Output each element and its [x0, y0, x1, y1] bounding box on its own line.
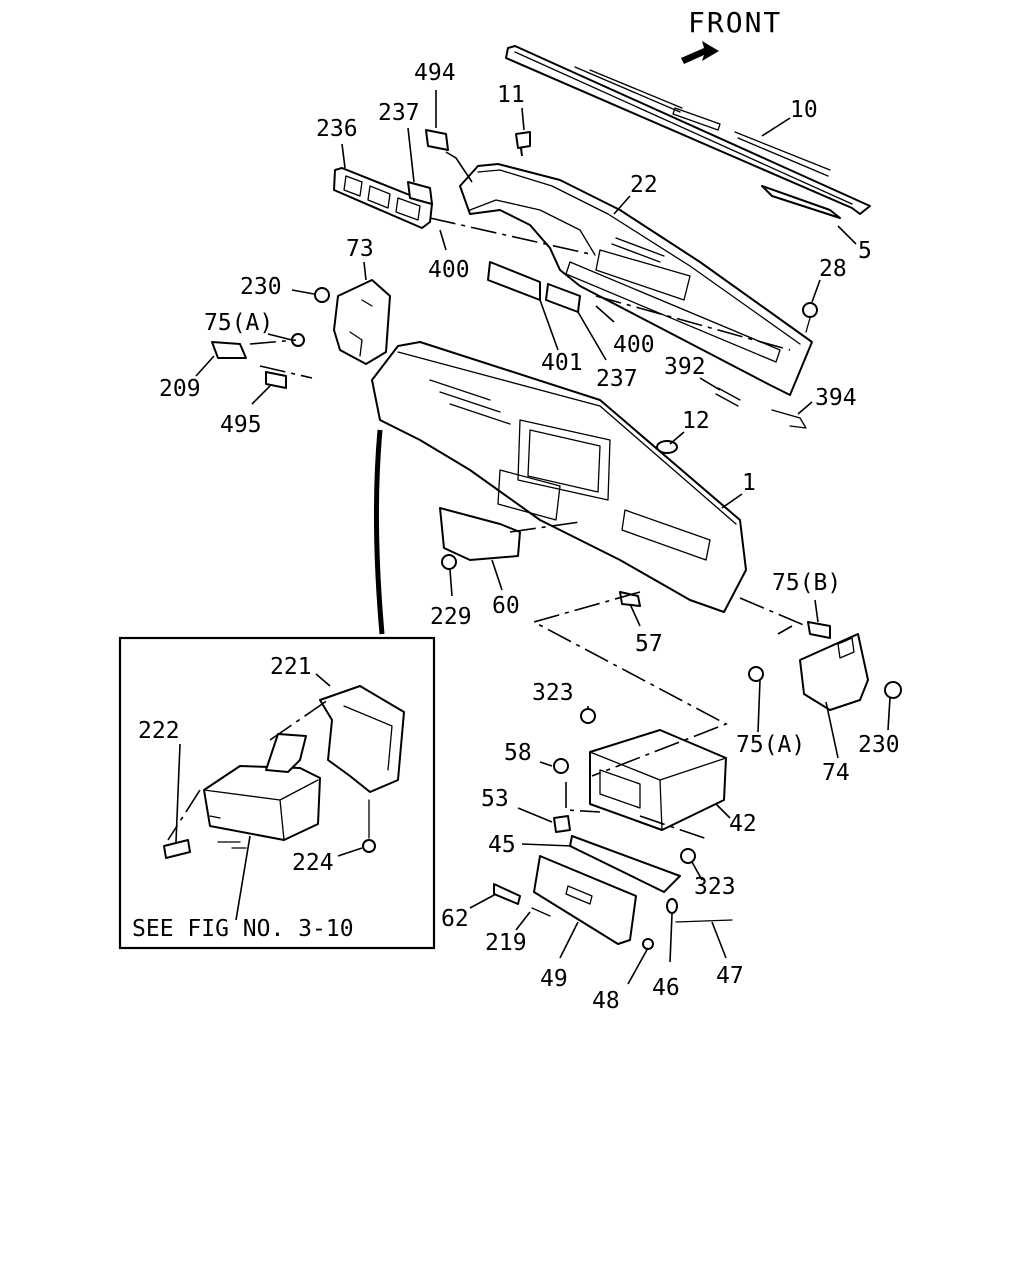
part-46-washer — [666, 898, 678, 914]
callout-75a-left: 75(A) — [204, 310, 273, 336]
inset-panel: SEE FIG NO. 3-10 — [118, 636, 436, 950]
part-12-grommet — [656, 440, 678, 454]
part-42-glovebox-housing — [589, 729, 727, 831]
part-60-duct — [439, 507, 521, 561]
part-209-vent — [211, 341, 247, 359]
callout-394: 394 — [815, 385, 857, 411]
part-11-clip — [515, 131, 531, 157]
callout-75a-right: 75(A) — [736, 732, 805, 758]
part-323-screw-top — [580, 708, 596, 724]
inset-bracket-221 — [319, 685, 405, 793]
inset-caption: SEE FIG NO. 3-10 — [132, 916, 354, 942]
part-237-switch-mid — [545, 283, 581, 313]
part-22-cluster-hood — [459, 163, 813, 396]
part-219-pin — [531, 907, 551, 917]
callout-48: 48 — [592, 988, 620, 1014]
callout-237-top: 237 — [378, 100, 420, 126]
callout-229: 229 — [430, 604, 472, 630]
part-74-bracket — [799, 633, 869, 711]
front-indicator: FRONT — [681, 6, 782, 64]
part-28-screw — [802, 302, 818, 318]
callout-60: 60 — [492, 593, 520, 619]
callout-75b: 75(B) — [772, 570, 841, 596]
part-10-top-trim — [505, 45, 871, 215]
part-75a-clip-right — [748, 666, 764, 682]
callout-236: 236 — [316, 116, 358, 142]
callout-47: 47 — [716, 963, 744, 989]
callout-74: 74 — [822, 760, 850, 786]
part-49-glovebox-door — [533, 855, 637, 945]
inset-nut-224 — [362, 839, 376, 853]
part-58-screw — [553, 758, 569, 774]
inset-bolt-222 — [163, 839, 191, 859]
part-1-dashboard — [371, 341, 747, 613]
callout-400-mid: 400 — [613, 332, 655, 358]
callout-53: 53 — [481, 786, 509, 812]
part-5-strip — [761, 185, 841, 219]
callout-57: 57 — [635, 631, 663, 657]
callout-495: 495 — [220, 412, 262, 438]
inset-pointer-line — [373, 429, 385, 635]
callout-230-left: 230 — [240, 274, 282, 300]
part-230-clip-right — [884, 681, 902, 699]
part-229-screw — [441, 554, 457, 570]
inset-duct-neck — [265, 733, 307, 773]
part-394-bracket — [771, 409, 807, 429]
leader-lines — [175, 90, 891, 985]
callout-1: 1 — [742, 470, 756, 496]
part-48-bumper — [642, 938, 654, 950]
callout-401: 401 — [541, 350, 583, 376]
callout-209: 209 — [159, 376, 201, 402]
callout-237-mid: 237 — [596, 366, 638, 392]
callout-28: 28 — [819, 256, 847, 282]
part-237-switch-top — [407, 181, 433, 205]
callout-62: 62 — [441, 906, 469, 932]
callout-10: 10 — [790, 97, 818, 123]
callout-392: 392 — [664, 354, 706, 380]
part-230-clip-left — [314, 287, 330, 303]
callout-73: 73 — [346, 236, 374, 262]
part-45-striker — [569, 835, 681, 893]
callout-323-top: 323 — [532, 680, 574, 706]
part-236-switch-panel — [333, 167, 433, 229]
part-47-damper — [675, 919, 733, 923]
front-arrow-icon — [681, 41, 719, 64]
callout-323-bottom: 323 — [694, 874, 736, 900]
callout-400-top: 400 — [428, 257, 470, 283]
callout-22: 22 — [630, 172, 658, 198]
front-label: FRONT — [688, 6, 782, 39]
callout-219: 219 — [485, 930, 527, 956]
callout-5: 5 — [858, 238, 872, 264]
part-323-screw-bottom — [680, 848, 696, 864]
part-53-clip — [553, 815, 571, 833]
callout-221: 221 — [270, 654, 312, 680]
callout-224: 224 — [292, 850, 334, 876]
callout-45: 45 — [488, 832, 516, 858]
part-401-panel — [487, 261, 541, 301]
part-392-clip — [715, 387, 741, 407]
callout-49: 49 — [540, 966, 568, 992]
callout-11: 11 — [497, 82, 525, 108]
callout-42: 42 — [729, 811, 757, 837]
callout-labels: 10 494 11 236 237 22 5 28 400 73 230 75(… — [138, 60, 900, 1014]
callout-494: 494 — [414, 60, 456, 86]
callout-46: 46 — [652, 975, 680, 1001]
callout-58: 58 — [504, 740, 532, 766]
callout-12: 12 — [682, 408, 710, 434]
inset-heater-unit — [203, 765, 321, 841]
part-62-lock — [493, 883, 521, 905]
callout-230-right: 230 — [858, 732, 900, 758]
part-495-switch — [265, 371, 287, 389]
part-494-switch — [425, 129, 449, 151]
assembly-lines — [167, 217, 807, 841]
part-75b-clip — [807, 621, 831, 639]
callout-222: 222 — [138, 718, 180, 744]
part-73-bracket — [333, 279, 391, 365]
